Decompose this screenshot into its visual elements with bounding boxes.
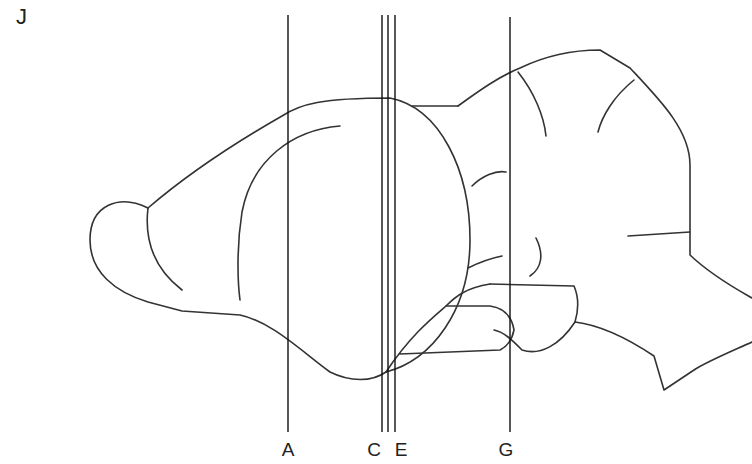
midbrain-line: [412, 105, 458, 107]
brainstem-outline: [494, 322, 752, 390]
section-line: [509, 17, 510, 432]
ventral-outline: [386, 306, 514, 372]
ventral-outline: [446, 284, 490, 306]
section-letter: E: [393, 440, 410, 459]
section-letter: C: [365, 440, 383, 459]
section-letter: A: [280, 440, 297, 459]
bulb-boundary: [147, 208, 182, 290]
cerebellum-fold: [628, 232, 690, 236]
midbrain-line: [468, 256, 502, 268]
cerebellum-fold: [530, 238, 541, 276]
brain-outline: [148, 98, 470, 372]
cerebellum-fold: [598, 80, 634, 132]
cerebellum-fold: [518, 72, 546, 136]
section-line: [287, 15, 288, 432]
cerebellum-fold: [490, 284, 578, 322]
panel-letter: J: [14, 6, 29, 28]
brain-outline: [90, 202, 386, 380]
section-letter: G: [497, 440, 516, 459]
midbrain-line: [472, 172, 506, 186]
cerebellum-outline: [458, 50, 752, 298]
cortex-line: [238, 126, 340, 300]
section-line: [394, 15, 395, 432]
section-line: [381, 15, 382, 432]
section-line: [387, 15, 388, 432]
